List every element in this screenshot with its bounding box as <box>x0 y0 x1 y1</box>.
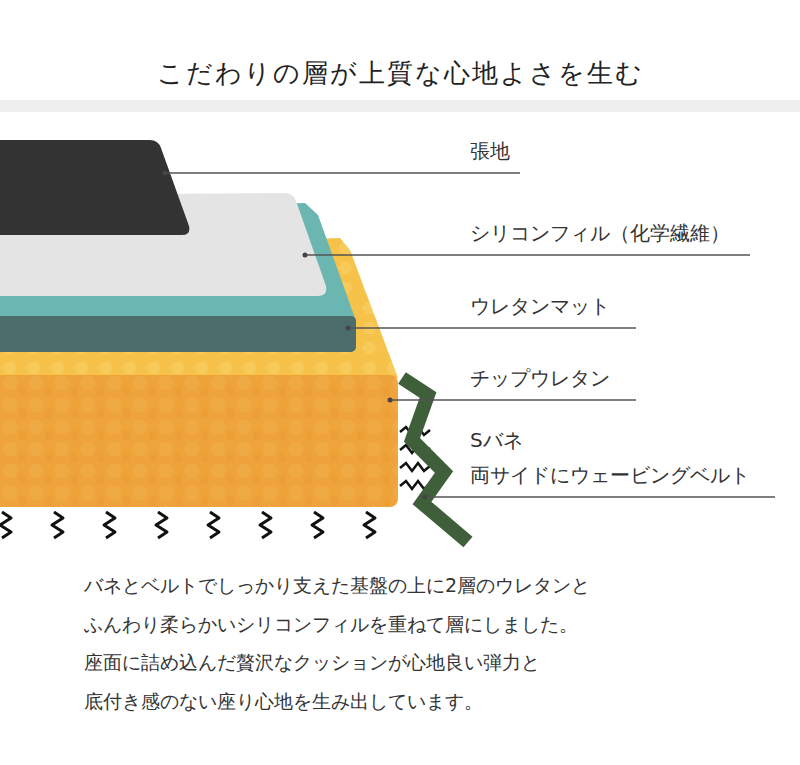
part-label: ウレタンマット <box>470 294 610 318</box>
urethane-mat-front <box>0 316 356 352</box>
s-springs <box>0 512 375 538</box>
part-label: 両サイドにウェービングベルト <box>470 463 750 487</box>
spring-coil <box>104 512 115 538</box>
leader-dots <box>163 171 428 500</box>
spring-coil <box>364 512 375 538</box>
spring-coil <box>156 512 167 538</box>
part-label: シリコンフィル（化学繊維） <box>470 221 730 245</box>
spring-coil <box>260 512 271 538</box>
diagram-title: こだわりの層が上質な心地よさを生む <box>157 56 644 91</box>
webbing-belt <box>402 378 468 542</box>
header-band <box>0 100 800 112</box>
spring-coil <box>52 512 63 538</box>
part-label: チップウレタン <box>470 366 610 390</box>
upholstery <box>0 140 189 235</box>
chip-urethane-front <box>0 375 398 507</box>
leader-lines <box>165 173 775 497</box>
spring-coil <box>208 512 219 538</box>
spring-coil <box>0 512 11 538</box>
part-label: Sバネ <box>470 428 523 452</box>
spring-coil <box>312 512 323 538</box>
caption: バネとベルトでしっかり支えた基盤の上に2層のウレタンと ふんわり柔らかいシリコン… <box>84 566 784 720</box>
part-label: 張地 <box>470 139 510 163</box>
spring-coil <box>400 463 430 471</box>
